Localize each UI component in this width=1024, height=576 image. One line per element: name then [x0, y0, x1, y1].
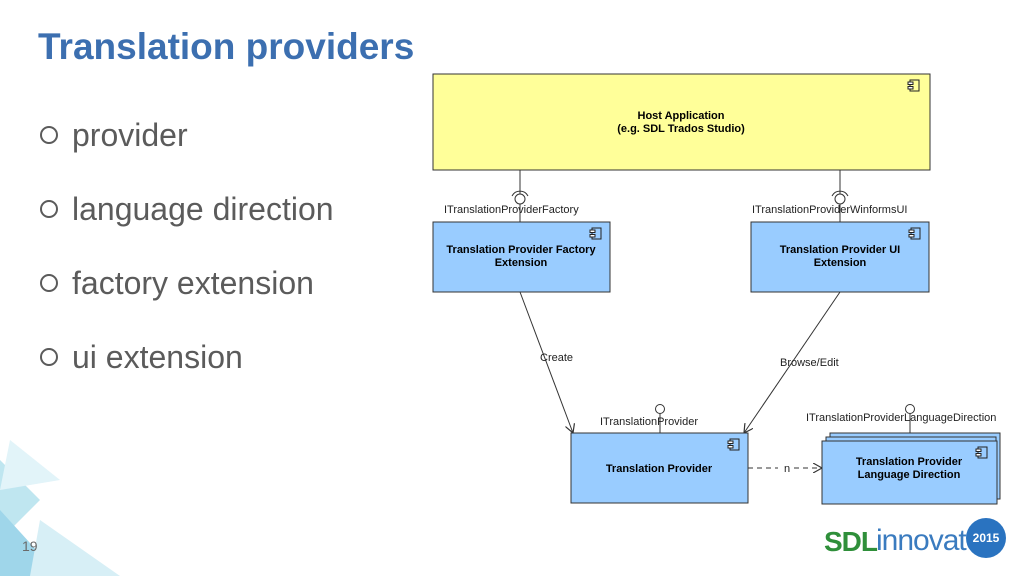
ui-sublabel: Extension: [814, 257, 867, 269]
provider-label: Translation Provider: [606, 463, 713, 475]
factory-extension-component: Translation Provider Factory Extension: [432, 221, 611, 293]
ui-interface-label: ITranslationProviderWinformsUI: [752, 204, 907, 216]
translation-provider-component: Translation Provider: [570, 432, 749, 504]
circle-bullet-icon: [40, 273, 58, 292]
logo-sdl-text: SDL: [824, 526, 878, 557]
host-sublabel: (e.g. SDL Trados Studio): [617, 123, 745, 135]
browse-edit-edge: Browse/Edit: [744, 291, 841, 433]
multiplicity-label: n: [784, 463, 790, 475]
circle-bullet-icon: [40, 199, 58, 218]
factory-interface: ITranslationProviderFactory: [444, 170, 579, 222]
bullet-item: ui extension: [40, 334, 334, 408]
browse-edit-label: Browse/Edit: [780, 357, 839, 369]
multiplicity-edge: n: [748, 463, 822, 475]
factory-label: Translation Provider Factory: [446, 244, 596, 256]
language-direction-interface: ITranslationProviderLanguageDirection: [806, 404, 996, 433]
sdl-innovate-logo: SDL innovate 2015: [824, 518, 1014, 564]
provider-interface-label: ITranslationProvider: [600, 416, 698, 428]
bullet-item: factory extension: [40, 260, 334, 334]
factory-sublabel: Extension: [495, 257, 548, 269]
language-direction-sublabel: Language Direction: [858, 469, 961, 481]
logo-innovate-text: innovate: [876, 524, 982, 557]
create-label: Create: [540, 352, 573, 364]
host-label: Host Application: [638, 110, 725, 122]
factory-interface-label: ITranslationProviderFactory: [444, 204, 579, 216]
bullet-item: language direction: [40, 186, 334, 260]
decorative-triangles: [0, 440, 120, 576]
circle-bullet-icon: [40, 125, 58, 144]
host-application-component: Host Application (e.g. SDL Trados Studio…: [432, 73, 931, 171]
ui-extension-component: Translation Provider UI Extension: [750, 221, 930, 293]
ui-label: Translation Provider UI: [780, 244, 900, 256]
circle-bullet-icon: [40, 347, 58, 366]
slide-number: 19: [22, 538, 38, 554]
bullet-item: provider: [40, 112, 334, 186]
language-direction-interface-label: ITranslationProviderLanguageDirection: [806, 412, 996, 424]
language-direction-component: Translation Provider Language Direction: [821, 432, 1001, 505]
bullet-list: provider language direction factory exte…: [40, 112, 334, 408]
language-direction-label: Translation Provider: [856, 456, 963, 468]
logo-year-badge: 2015: [966, 518, 1006, 558]
slide-title: Translation providers: [38, 26, 415, 67]
provider-interface: ITranslationProvider: [600, 404, 698, 433]
create-edge: Create: [519, 291, 573, 433]
ui-interface: ITranslationProviderWinformsUI: [752, 170, 907, 222]
